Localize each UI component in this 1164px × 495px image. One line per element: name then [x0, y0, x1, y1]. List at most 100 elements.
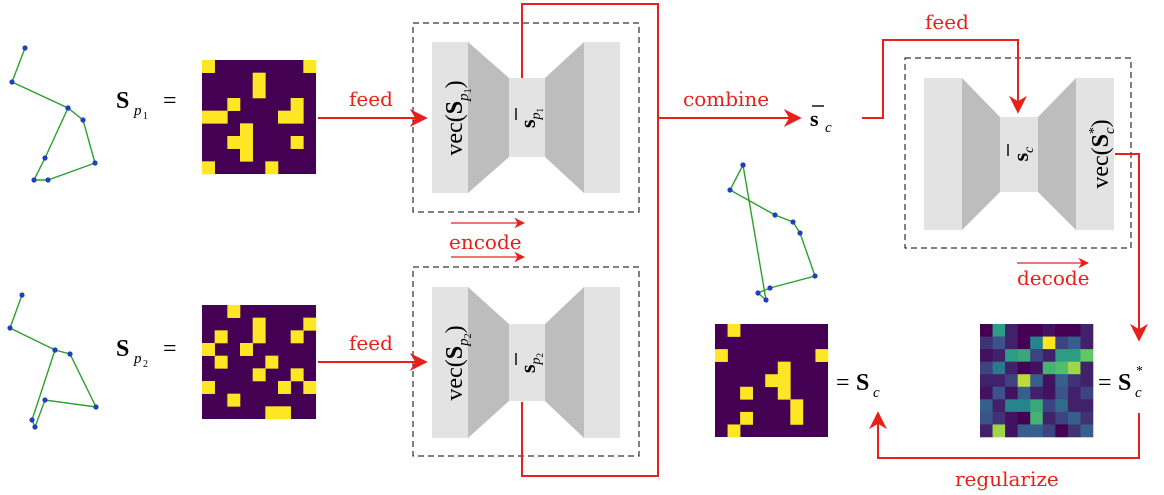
matrix-cell: [765, 374, 779, 388]
matrix-cell: [1030, 324, 1044, 337]
matrix-cell: [1042, 324, 1056, 337]
encoder-p1-expand: [545, 42, 584, 193]
matrix-cell: [1005, 424, 1018, 438]
matrix-cell: [777, 386, 791, 400]
svg-text:S: S: [116, 336, 129, 362]
svg-text:s: s: [810, 106, 819, 131]
matrix-cell: [265, 406, 279, 420]
svg-text:p: p: [133, 103, 142, 119]
label-decode: decode: [1017, 266, 1090, 290]
matrix-cell: [1005, 336, 1018, 350]
matrix-cell: [1017, 361, 1031, 375]
encoder-p1-input-block: [432, 42, 468, 193]
matrix-cell: [980, 386, 993, 400]
graph-node: [42, 397, 48, 403]
matrix-cell: [777, 374, 791, 388]
label-sp1: S p 1 =: [116, 88, 177, 122]
matrix-cell: [727, 324, 741, 337]
matrix-cell: [790, 399, 804, 413]
matrix-cell: [1055, 324, 1069, 337]
svg-text:vec(Sp2): vec(Sp2): [442, 325, 474, 400]
matrix-cell: [240, 136, 253, 149]
decoder-latent-label: sc: [1008, 146, 1037, 162]
label-combine: combine: [683, 87, 769, 111]
svg-text:S: S: [856, 370, 869, 396]
matrix-cell: [1067, 424, 1081, 438]
matrix-cell: [252, 330, 266, 344]
matrix-cell: [1017, 374, 1031, 388]
matrix-cell: [252, 368, 266, 382]
matrix-cell: [992, 386, 1006, 400]
decoder-vec-label: vec(S*c): [1087, 119, 1118, 188]
svg-text:=: =: [836, 370, 850, 396]
svg-text:=: =: [1098, 370, 1112, 396]
matrix-cell: [992, 336, 1006, 350]
svg-text:p: p: [133, 351, 142, 367]
matrix-cell: [980, 361, 993, 375]
arrow-labels: feed feed encode combine feed decode reg…: [349, 10, 1090, 491]
graph-node: [45, 177, 51, 183]
matrix-cell: [227, 393, 241, 407]
matrix-cell: [1042, 361, 1056, 375]
matrix-cell: [202, 110, 215, 124]
matrix-cell: [1055, 336, 1069, 350]
encoder-p1-vec-label: vec(Sp1): [442, 80, 474, 155]
svg-text:sp1: sp1: [515, 108, 545, 128]
matrix-cell: [980, 399, 993, 413]
matrix-cell: [992, 374, 1006, 388]
matrix-cell: [290, 110, 304, 124]
adjacency-matrix-combined: [715, 324, 829, 438]
graph-node: [740, 162, 746, 168]
matrix-cell: [290, 330, 304, 344]
matrix-cell: [1017, 349, 1031, 362]
matrix-cell: [1030, 424, 1044, 438]
matrix-cell: [790, 411, 804, 425]
matrix-cell: [202, 381, 215, 394]
matrix-cell: [1030, 361, 1044, 375]
graph-node: [797, 230, 803, 236]
graph-node: [772, 212, 778, 218]
matrix-cell: [1042, 349, 1056, 362]
encoder-p2-latent-label: sp2: [515, 353, 545, 373]
graph-node: [812, 273, 818, 279]
matrix-cell: [202, 161, 215, 175]
svg-text:=: =: [163, 88, 177, 114]
matrix-cell: [303, 381, 317, 394]
graph-node: [80, 117, 86, 123]
matrix-cell: [1042, 374, 1056, 388]
matrix-cell: [1055, 399, 1069, 413]
matrix-cell: [303, 317, 317, 331]
matrix-cell: [1005, 399, 1018, 413]
matrix-cell: [992, 424, 1006, 438]
arrow-decode-output: [1115, 153, 1148, 342]
label-feed-p1: feed: [349, 87, 393, 111]
matrix-cell: [1030, 399, 1044, 413]
matrix-cell: [227, 98, 241, 111]
matrix-cell: [1017, 386, 1031, 400]
graph-edge: [9, 294, 98, 429]
matrix-cell: [290, 136, 304, 149]
matrix-cell: [980, 336, 993, 350]
matrix-cell: [1055, 361, 1069, 375]
matrix-cell: [1055, 411, 1069, 425]
graph-node: [767, 285, 773, 291]
graph-node: [763, 297, 769, 303]
matrix-cell: [278, 406, 291, 420]
svg-text:2: 2: [143, 359, 148, 370]
matrix-cell: [815, 349, 829, 362]
svg-text:vec(Sp1): vec(Sp1): [442, 80, 474, 155]
matrix-cell: [303, 60, 317, 73]
matrix-cell: [1042, 386, 1056, 400]
matrix-cell: [992, 411, 1006, 425]
matrix-cell: [290, 368, 304, 382]
matrix-cell: [992, 324, 1006, 337]
encoder-p1-latent-block: [509, 78, 545, 157]
decoder: sc vec(S*c): [904, 57, 1132, 249]
adjacency-matrix-p1: [202, 60, 317, 175]
arrow-feed-decoder: [862, 39, 1027, 119]
matrix-cell: [278, 110, 291, 124]
matrix-cell: [1080, 336, 1094, 350]
matrix-cell: [980, 324, 993, 337]
graph-node: [42, 155, 48, 161]
svg-text:c: c: [1135, 385, 1142, 401]
